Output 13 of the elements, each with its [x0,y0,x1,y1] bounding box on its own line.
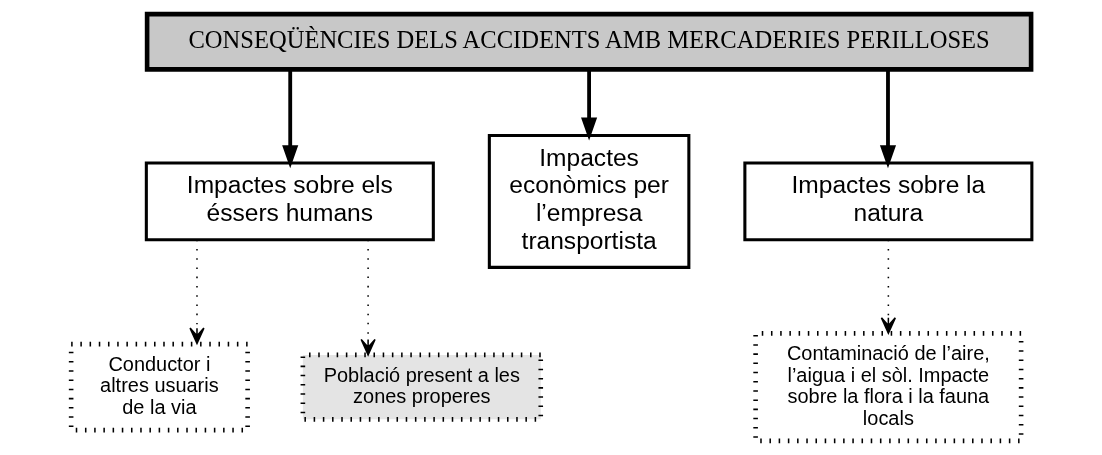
node-box: Població present a les zones properes [300,352,543,422]
node-box: Impactes sobre la natura [742,161,1033,242]
node-box: Conductor i altres usuaris de la via [68,341,250,433]
arrow [188,239,205,345]
arrow [281,69,298,169]
arrow [580,69,597,141]
node-box: Impactes econòmics per l’empresa transportista [487,133,690,269]
arrow [880,239,896,334]
node-box: Contaminació de l’aire, l’aigua i el sòl. Impacte sobre la flora i la fauna locals [752,331,1023,444]
node-box: Impactes sobre els éssers humans [144,161,435,242]
node-box: CONSEQÜÈNCIES DELS ACCIDENTS AMB MERCADERIES PERILLOSES [144,11,1033,72]
arrow [879,69,896,169]
arrow [359,239,376,356]
